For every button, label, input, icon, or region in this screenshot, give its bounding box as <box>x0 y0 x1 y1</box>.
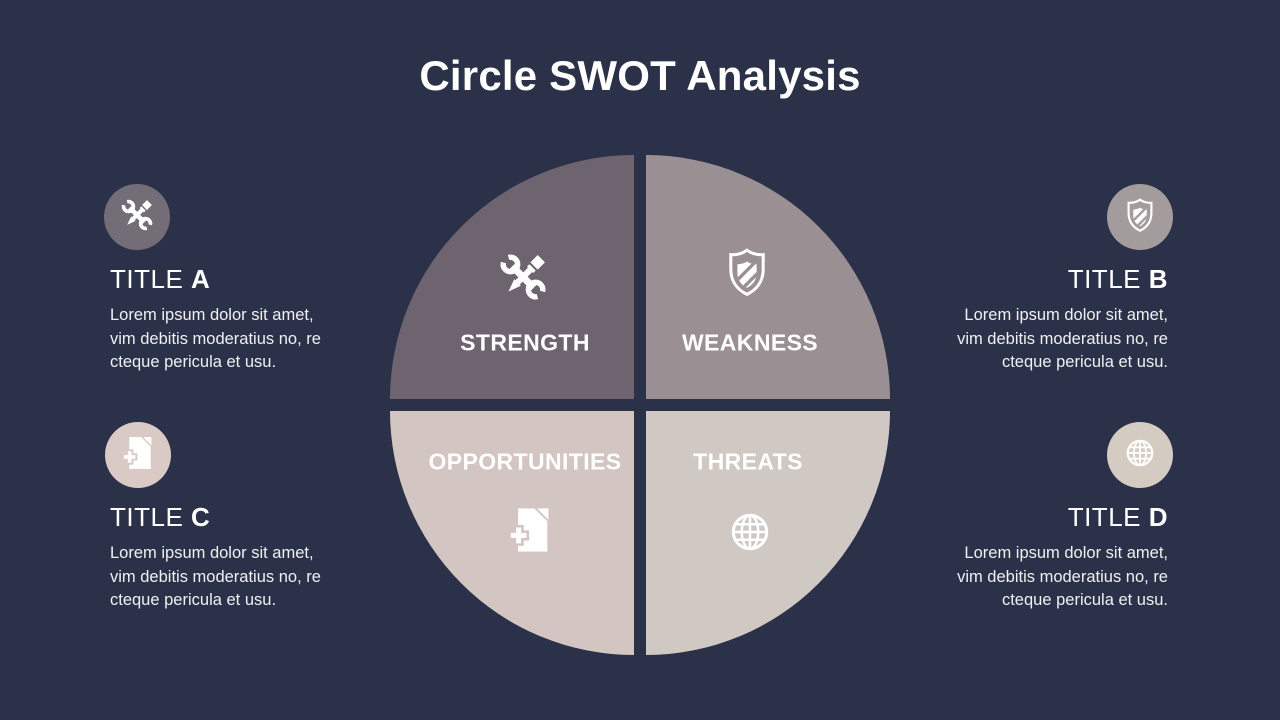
callout-a-body: Lorem ipsum dolor sit amet, vim debitis … <box>110 306 321 372</box>
swot-circle-diagram: STRENGTH WE <box>390 155 890 655</box>
quadrant-label-opportunities: OPPORTUNITIES <box>428 448 622 475</box>
callout-b-title-letter: B <box>1148 264 1168 294</box>
quadrant-strength: STRENGTH <box>390 155 634 399</box>
callout-d-title: TITLE D <box>1068 502 1168 532</box>
callout-d-title-letter: D <box>1148 502 1168 532</box>
quadrant-weakness: WEAKNESS <box>646 155 890 399</box>
callout-a-badge <box>104 184 170 250</box>
quadrant-label-threats: THREATS <box>693 448 803 475</box>
tools-icon <box>118 196 156 239</box>
shield-icon <box>720 245 774 299</box>
globe-icon <box>724 506 776 558</box>
callout-d-badge <box>1107 422 1173 488</box>
quadrant-opportunities: OPPORTUNITIES <box>390 411 634 655</box>
callout-a-title-letter: A <box>191 264 211 294</box>
callout-a-title: TITLE A <box>110 264 210 294</box>
callout-c-badge <box>105 422 171 488</box>
tools-icon <box>495 249 551 305</box>
globe-icon <box>1121 434 1159 477</box>
page-title: Circle SWOT Analysis <box>419 52 861 99</box>
callout-c-body: Lorem ipsum dolor sit amet, vim debitis … <box>110 544 321 610</box>
callout-a-title-prefix: TITLE <box>110 264 192 294</box>
quadrant-threats: THREATS <box>646 411 890 655</box>
callout-b-title: TITLE B <box>1068 264 1168 294</box>
document-plus-icon <box>504 504 556 556</box>
quadrant-label-strength: STRENGTH <box>460 329 590 356</box>
callout-b-body: Lorem ipsum dolor sit amet, vim debitis … <box>957 306 1168 372</box>
callout-b-title-prefix: TITLE <box>1067 264 1149 294</box>
callout-c-title: TITLE C <box>110 502 210 532</box>
document-plus-icon <box>119 434 157 477</box>
callout-c-title-prefix: TITLE <box>110 502 192 532</box>
callout-c-title-letter: C <box>191 502 211 532</box>
shield-icon <box>1121 196 1159 239</box>
callout-d-title-prefix: TITLE <box>1067 502 1149 532</box>
quadrant-label-weakness: WEAKNESS <box>681 329 819 356</box>
callout-b-badge <box>1107 184 1173 250</box>
callout-d-body: Lorem ipsum dolor sit amet, vim debitis … <box>957 544 1168 610</box>
